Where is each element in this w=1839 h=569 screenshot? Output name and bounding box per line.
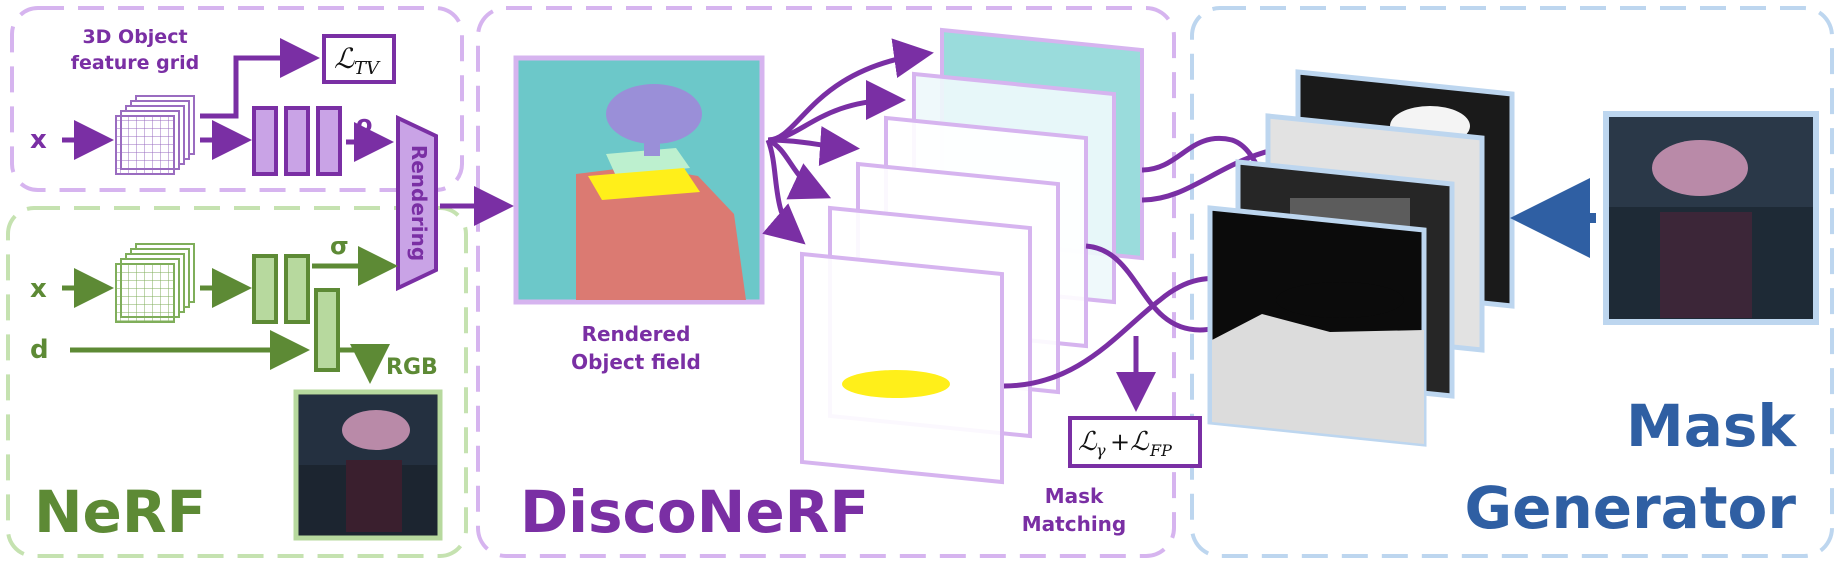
loss-fp-subscript: FP (1149, 441, 1172, 460)
loss-plus: + (1110, 428, 1130, 456)
rendered-caption-line1: Rendered (582, 322, 691, 346)
sigma-label: σ (330, 232, 349, 260)
top-branch-border (10, 6, 464, 192)
nerf-mlp-icon (252, 254, 340, 372)
loss-fp-symbol: ℒ (1130, 427, 1150, 457)
rendered-caption-line2: Object field (571, 350, 701, 374)
rendering-label: Rendering (407, 145, 431, 261)
disconerf-title: DiscoNeRF (520, 478, 869, 546)
grid-caption-line2: feature grid (71, 52, 200, 74)
mask-generator-border (1190, 6, 1834, 558)
rendering-block (396, 114, 438, 292)
nerf-grid-icon (115, 243, 195, 323)
nerf-border (6, 206, 468, 558)
mlp-layer-icon (252, 106, 342, 176)
disconerf-border (476, 6, 1176, 558)
rgb-label: RGB (386, 355, 438, 380)
d-label: d (30, 335, 49, 365)
input-photo-icon (1603, 111, 1819, 325)
loss-gamma-symbol: ℒ (1078, 427, 1098, 457)
tv-loss-subscript: TV (354, 58, 381, 79)
tv-loss-box: ℒ TV (322, 34, 396, 84)
rgb-arrow (340, 344, 390, 384)
mask-generator-title-line2: Generator (1465, 474, 1797, 542)
nerf-title: NeRF (34, 478, 206, 546)
matching-caption-line2: Matching (1022, 512, 1126, 536)
matching-loss-box: ℒ γ + ℒ FP (1068, 416, 1202, 468)
matching-caption-line1: Mask (1045, 484, 1104, 508)
feature-grid-icon (115, 95, 195, 175)
nerf-x-label: x (30, 274, 47, 304)
to-tv-arrow (200, 38, 320, 119)
o-label: o (356, 110, 373, 138)
rendered-image-icon (513, 55, 765, 305)
top-x-label: x (30, 125, 47, 155)
loss-gamma-subscript: γ (1096, 441, 1106, 460)
object-mask-stack (800, 27, 1144, 485)
tv-loss-symbol: ℒ (334, 42, 355, 75)
mask-stack-icon (1207, 69, 1515, 447)
fan-out-arrows (762, 38, 934, 245)
grid-caption-line1: 3D Object (82, 26, 187, 48)
photo-icon (293, 389, 443, 541)
mask-generator-title-line1: Mask (1626, 392, 1797, 460)
